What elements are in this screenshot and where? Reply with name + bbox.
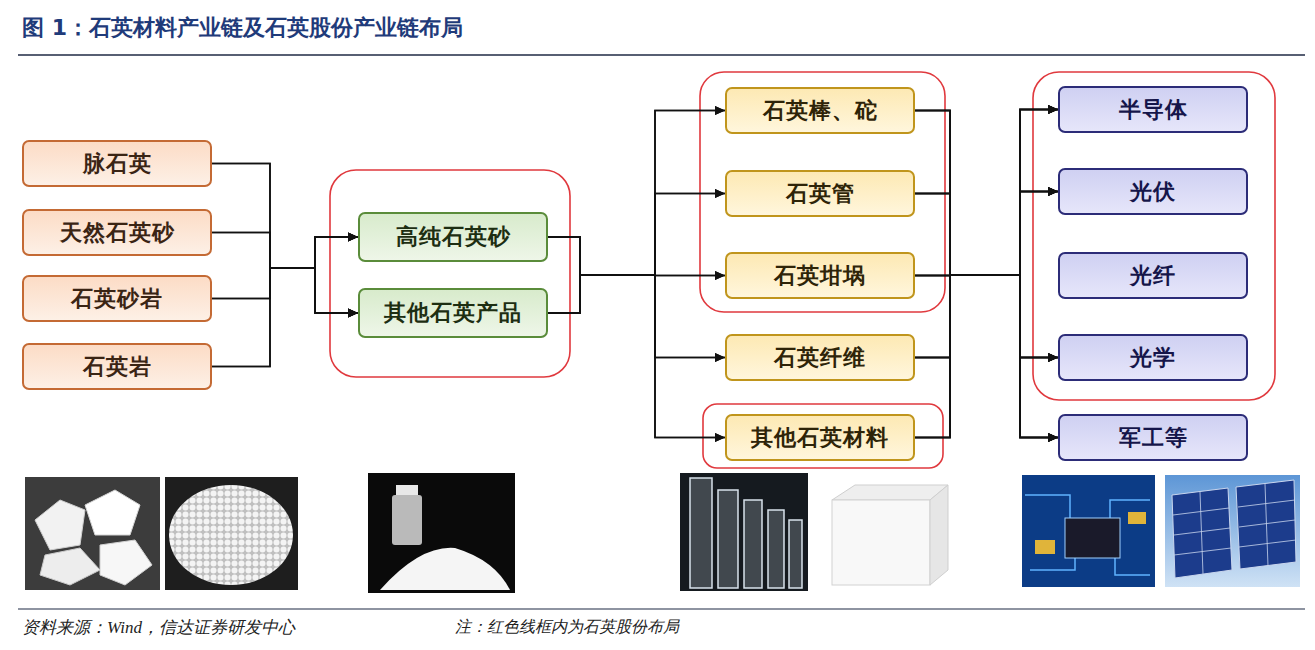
box-label: 半导体 [1119, 95, 1188, 125]
solar-panel-photo [1165, 475, 1300, 587]
application-box: 光伏 [1058, 168, 1248, 215]
box-label: 脉石英 [83, 149, 152, 179]
application-box: 军工等 [1058, 414, 1248, 461]
flow-connector [915, 192, 1058, 276]
figure-title: 图 1：石英材料产业链及石英股份产业链布局 [22, 13, 463, 43]
flow-connector [915, 111, 1058, 438]
red-frame [703, 404, 943, 468]
source-box: 天然石英砂 [22, 209, 212, 256]
product-box: 高纯石英砂 [358, 212, 548, 262]
flow-connector [915, 275, 1058, 438]
product-box: 其他石英产品 [358, 288, 548, 338]
box-label: 天然石英砂 [60, 218, 175, 248]
red-frame [1033, 72, 1275, 400]
red-frame [330, 170, 570, 377]
flow-connector [915, 275, 1058, 438]
flow-connector [915, 192, 1058, 276]
material-box: 石英坩埚 [725, 252, 915, 299]
source-box: 石英砂岩 [22, 275, 212, 322]
material-box: 石英棒、砣 [725, 87, 915, 134]
quartz-tube-photo [680, 473, 808, 591]
footer-rule [18, 608, 1305, 609]
flow-connector [915, 110, 1058, 276]
application-box: 半导体 [1058, 86, 1248, 133]
flow-connector [915, 194, 1058, 438]
quartz-stone-photo [25, 477, 160, 590]
high-purity-sand-photo [368, 473, 515, 593]
application-box: 光学 [1058, 334, 1248, 381]
box-label: 光伏 [1130, 177, 1176, 207]
flow-connector [548, 237, 725, 358]
box-label: 石英管 [786, 179, 855, 209]
flow-connector [548, 275, 725, 438]
flow-connector [548, 194, 725, 276]
box-label: 军工等 [1119, 423, 1188, 453]
source-caption: 资料来源：Wind，信达证券研发中心 [22, 616, 295, 639]
flow-connector [915, 275, 1058, 438]
flow-connector [915, 275, 1058, 438]
source-box: 脉石英 [22, 140, 212, 187]
box-label: 高纯石英砂 [396, 222, 511, 252]
flow-connector [212, 268, 358, 367]
flow-connector [212, 237, 358, 367]
flow-connector [915, 275, 1058, 358]
source-box: 石英岩 [22, 343, 212, 390]
flow-connector [548, 237, 725, 276]
flow-connector [212, 268, 358, 313]
box-label: 石英纤维 [774, 343, 866, 373]
flow-connector [915, 192, 1058, 438]
title-rule [18, 54, 1305, 56]
box-label: 石英岩 [83, 352, 152, 382]
box-label: 其他石英材料 [751, 423, 889, 453]
flow-connector [212, 164, 358, 269]
box-label: 石英坩埚 [774, 261, 866, 291]
flow-connector [915, 110, 1058, 438]
flow-connector [548, 194, 725, 314]
flow-connector [915, 110, 1058, 358]
box-label: 光纤 [1130, 261, 1176, 291]
note-label: 注：红色线框内为石英股份布局 [455, 617, 679, 638]
flow-connector [548, 275, 725, 313]
quartz-sand-photo [165, 477, 298, 590]
box-label: 光学 [1130, 343, 1176, 373]
flow-connector [915, 275, 1058, 358]
material-box: 其他石英材料 [725, 414, 915, 461]
material-box: 石英纤维 [725, 334, 915, 381]
box-label: 其他石英产品 [384, 298, 522, 328]
box-label: 石英棒、砣 [763, 96, 878, 126]
flow-connector [548, 275, 725, 358]
quartz-crucible-photo [822, 473, 955, 591]
flow-connector [548, 111, 725, 314]
flow-connector [915, 111, 1058, 358]
flow-connector [548, 237, 725, 438]
red-frame [700, 72, 945, 312]
material-box: 石英管 [725, 170, 915, 217]
box-label: 石英砂岩 [71, 284, 163, 314]
application-box: 光纤 [1058, 252, 1248, 299]
flow-connector [212, 164, 358, 314]
semiconductor-photo [1022, 475, 1155, 587]
flow-connector [212, 233, 358, 269]
flow-connector [212, 233, 358, 314]
